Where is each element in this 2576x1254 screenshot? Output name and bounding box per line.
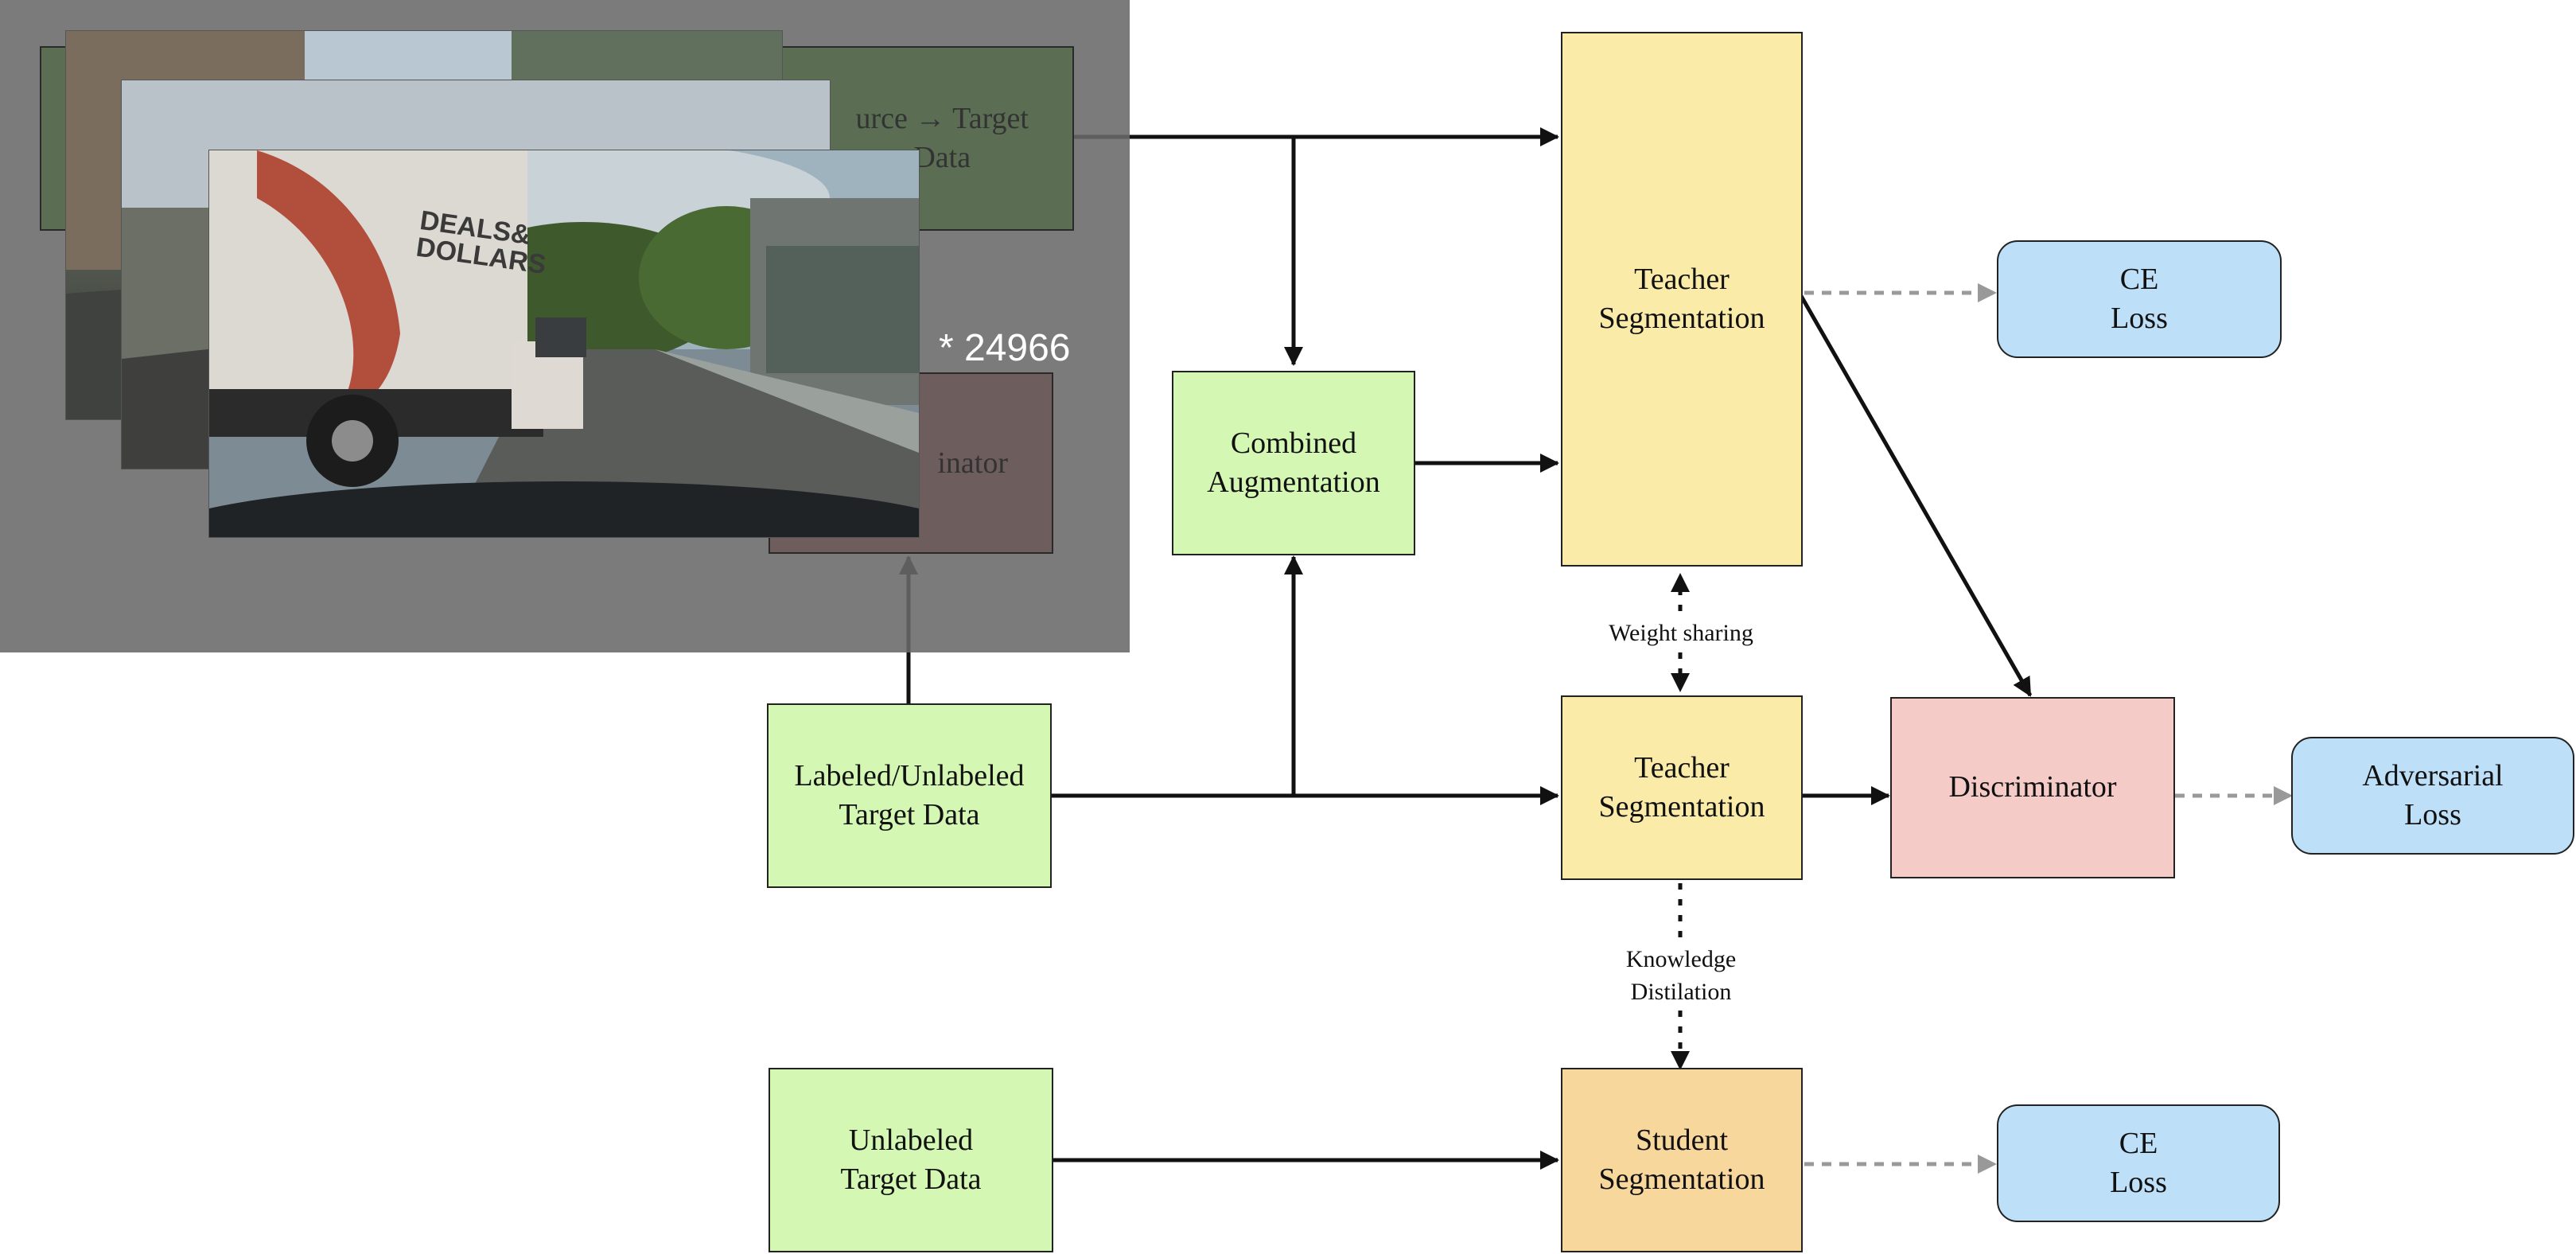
node-label: Combined [1230, 426, 1357, 460]
node-label: Student [1635, 1123, 1729, 1157]
ghost-label: urce → Target [855, 101, 1029, 135]
node-combined-augmentation: Combined Augmentation [1172, 371, 1415, 555]
kd-arrowhead-down [1671, 1051, 1690, 1070]
edge-teacher-top-to-discriminator [1799, 294, 2033, 697]
node-teacher-segmentation-mid: Teacher Segmentation [1561, 695, 1803, 880]
weight-sharing-arrowhead-up [1671, 573, 1690, 592]
node-label: Segmentation [1598, 790, 1765, 824]
node-label: Teacher [1634, 262, 1730, 296]
node-unlabeled-target-data: Unlabeled Target Data [769, 1068, 1053, 1252]
node-label: Teacher [1634, 750, 1730, 785]
image-count-label: * 24966 [939, 327, 1071, 369]
node-label: Segmentation [1598, 1162, 1765, 1196]
node-ce-loss-top: CE Loss [1997, 240, 2282, 358]
node-teacher-segmentation-top: Teacher Segmentation [1561, 32, 1803, 567]
kd-line2: Distilation [1630, 978, 1732, 1005]
node-label: Loss [2404, 798, 2461, 831]
node-label: Unlabeled [848, 1123, 974, 1157]
node-label: Loss [2110, 1166, 2167, 1199]
node-labeled-target-data: Labeled/Unlabeled Target Data [767, 703, 1052, 888]
node-label: Adversarial [2362, 758, 2504, 793]
node-label: Discriminator [1948, 770, 2117, 804]
ghost-label: inator [937, 446, 1008, 480]
node-label: CE [2119, 1126, 2158, 1160]
node-label: Labeled/Unlabeled [794, 758, 1025, 793]
kd-line1: Knowledge [1625, 946, 1737, 972]
node-ce-loss-bottom: CE Loss [1997, 1104, 2280, 1222]
node-label: Target Data [839, 798, 980, 831]
node-label: Augmentation [1207, 465, 1380, 499]
node-label: Segmentation [1598, 302, 1765, 335]
image-overlay: urce → Target Data inator [0, 0, 1130, 652]
street-photo-front: DEALS& DOLLARS [208, 150, 920, 538]
edge-label-knowledge-distillation: Knowledge Distilation [1622, 942, 1740, 1010]
node-label: CE [2119, 262, 2159, 296]
edge-label-weight-sharing: Weight sharing [1605, 616, 1757, 652]
node-student-segmentation: Student Segmentation [1561, 1068, 1803, 1252]
node-adversarial-loss: Adversarial Loss [2291, 737, 2574, 855]
node-discriminator: Discriminator [1890, 697, 2175, 878]
node-label: Loss [2111, 302, 2168, 335]
ghost-label: Data [913, 141, 971, 174]
weight-sharing-arrowhead-down [1671, 673, 1690, 692]
node-label: Target Data [840, 1162, 982, 1196]
